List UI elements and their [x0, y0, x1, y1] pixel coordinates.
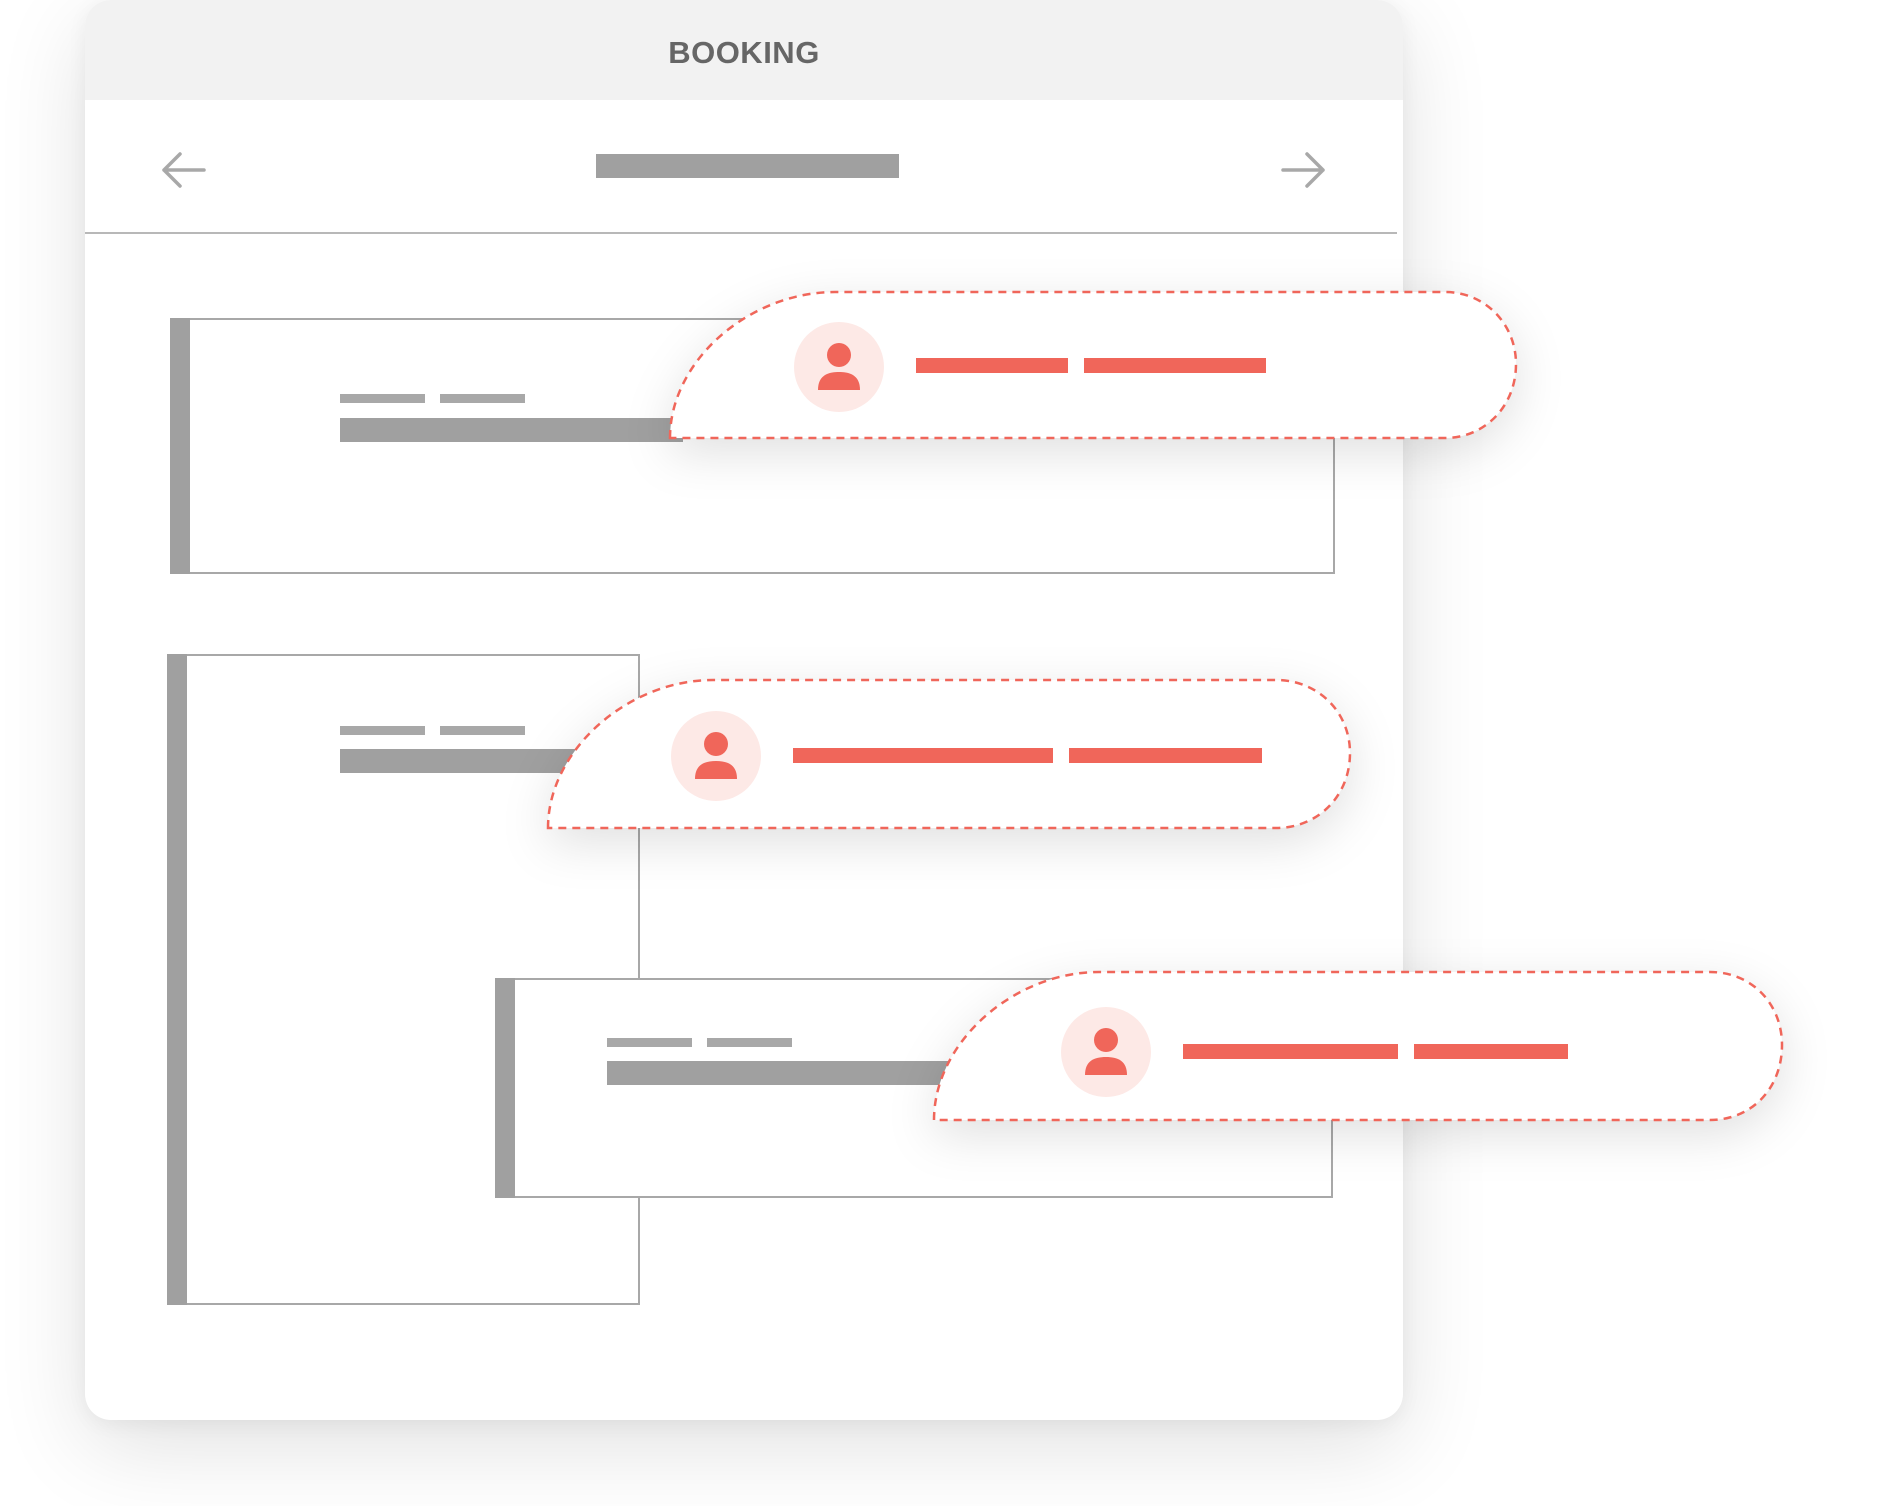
event-color-stripe: [167, 654, 187, 1305]
attendee-detail-placeholder: [1084, 358, 1266, 373]
attendee-popup[interactable]: [546, 678, 1354, 830]
window-titlebar: BOOKING: [85, 0, 1403, 100]
attendee-popup[interactable]: [932, 970, 1786, 1122]
event-color-stripe: [495, 978, 515, 1198]
event-time-placeholder: [340, 394, 425, 403]
event-time-placeholder: [440, 394, 525, 403]
event-time-placeholder: [440, 726, 525, 735]
event-title-placeholder: [607, 1061, 950, 1085]
attendee-name-placeholder: [916, 358, 1068, 373]
user-icon: [1085, 1028, 1127, 1075]
attendee-name-placeholder: [793, 748, 1053, 763]
attendee-popup[interactable]: [668, 290, 1520, 440]
date-range-placeholder: [596, 154, 899, 178]
event-time-placeholder: [340, 726, 425, 735]
event-time-placeholder: [607, 1038, 692, 1047]
prev-button[interactable]: [160, 150, 206, 190]
arrow-right-icon: [1281, 152, 1325, 188]
event-title-placeholder: [340, 418, 683, 442]
avatar: [671, 711, 761, 801]
arrow-left-icon: [162, 152, 206, 188]
event-time-placeholder: [707, 1038, 792, 1047]
avatar: [1061, 1007, 1151, 1097]
next-button[interactable]: [1281, 150, 1327, 190]
window-title: BOOKING: [668, 35, 820, 70]
user-icon: [695, 732, 737, 779]
event-color-stripe: [170, 318, 190, 574]
attendee-detail-placeholder: [1069, 748, 1262, 763]
header-divider: [85, 232, 1397, 234]
user-icon: [818, 343, 860, 390]
attendee-detail-placeholder: [1414, 1044, 1568, 1059]
attendee-name-placeholder: [1183, 1044, 1398, 1059]
avatar: [794, 322, 884, 412]
